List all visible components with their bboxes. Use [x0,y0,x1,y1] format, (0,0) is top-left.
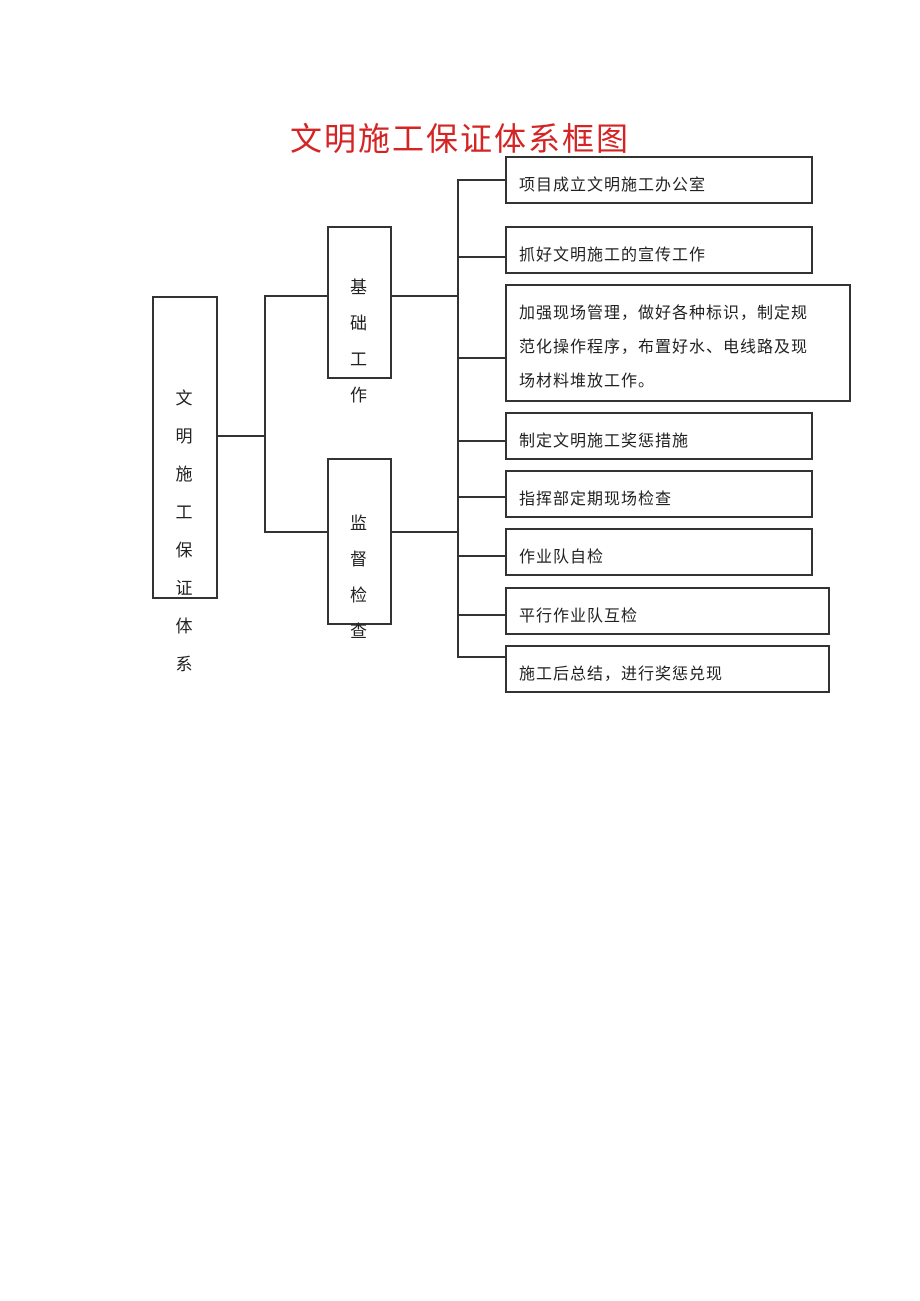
item-label: 施工后总结，进行奖惩兑现 [519,664,724,683]
connector [457,496,505,498]
root-label-line: 文 明 [175,389,201,447]
item-label-line: 范化操作程序，布置好水、电线路及现 [519,337,809,356]
group-label: 基 础 工 作 [329,270,390,414]
connector [457,656,505,658]
connector [457,555,505,557]
item-label: 作业队自检 [519,547,605,566]
item-label-line: 场材料堆放工作。 [519,371,656,390]
connector [457,179,459,658]
item-node: 施工后总结，进行奖惩兑现 [505,645,830,693]
connector [264,295,266,532]
item-node: 制定文明施工奖惩措施 [505,412,813,460]
connector [264,531,327,533]
diagram-title: 文明施工保证体系框图 [289,120,630,158]
item-node: 平行作业队互检 [505,587,830,635]
item-label: 平行作业队互检 [519,606,639,625]
item-label: 加强现场管理，做好各种标识，制定规 范化操作程序，布置好水、电线路及现 场材料堆… [519,296,845,398]
root-label-line: 体 系 [175,617,201,675]
root-label-line: 施 工 [175,465,201,523]
connector [457,357,505,359]
item-label: 项目成立文明施工办公室 [519,175,707,194]
connector [264,295,327,297]
connector [218,435,265,437]
group-label: 监 督 检 查 [329,506,390,650]
item-node: 指挥部定期现场检查 [505,470,813,518]
connector [392,531,458,533]
item-node: 项目成立文明施工办公室 [505,156,813,204]
group-label-line: 检 查 [350,586,375,642]
group-label-line: 基 础 [350,278,375,334]
root-node: 文 明 施 工 保 证 体 系 [152,296,218,675]
connector [392,295,458,297]
group-label-line: 监 督 [350,514,375,570]
item-label: 制定文明施工奖惩措施 [519,431,690,450]
item-node: 加强现场管理，做好各种标识，制定规 范化操作程序，布置好水、电线路及现 场材料堆… [505,284,851,402]
group-node-supervision: 监 督 检 查 [327,458,392,642]
connector [457,179,505,181]
item-label: 抓好文明施工的宣传工作 [519,245,707,264]
item-node: 抓好文明施工的宣传工作 [505,226,813,274]
group-node-foundation: 基 础 工 作 [327,226,392,406]
root-label: 文 明 施 工 保 证 体 系 [154,380,216,684]
item-node: 作业队自检 [505,528,813,576]
connector [457,256,505,258]
root-label-line: 保 证 [175,541,201,599]
connector [457,614,505,616]
item-label-line: 加强现场管理，做好各种标识，制定规 [519,303,809,322]
connector [457,440,505,442]
item-label: 指挥部定期现场检查 [519,489,673,508]
group-label-line: 工 作 [350,350,375,406]
